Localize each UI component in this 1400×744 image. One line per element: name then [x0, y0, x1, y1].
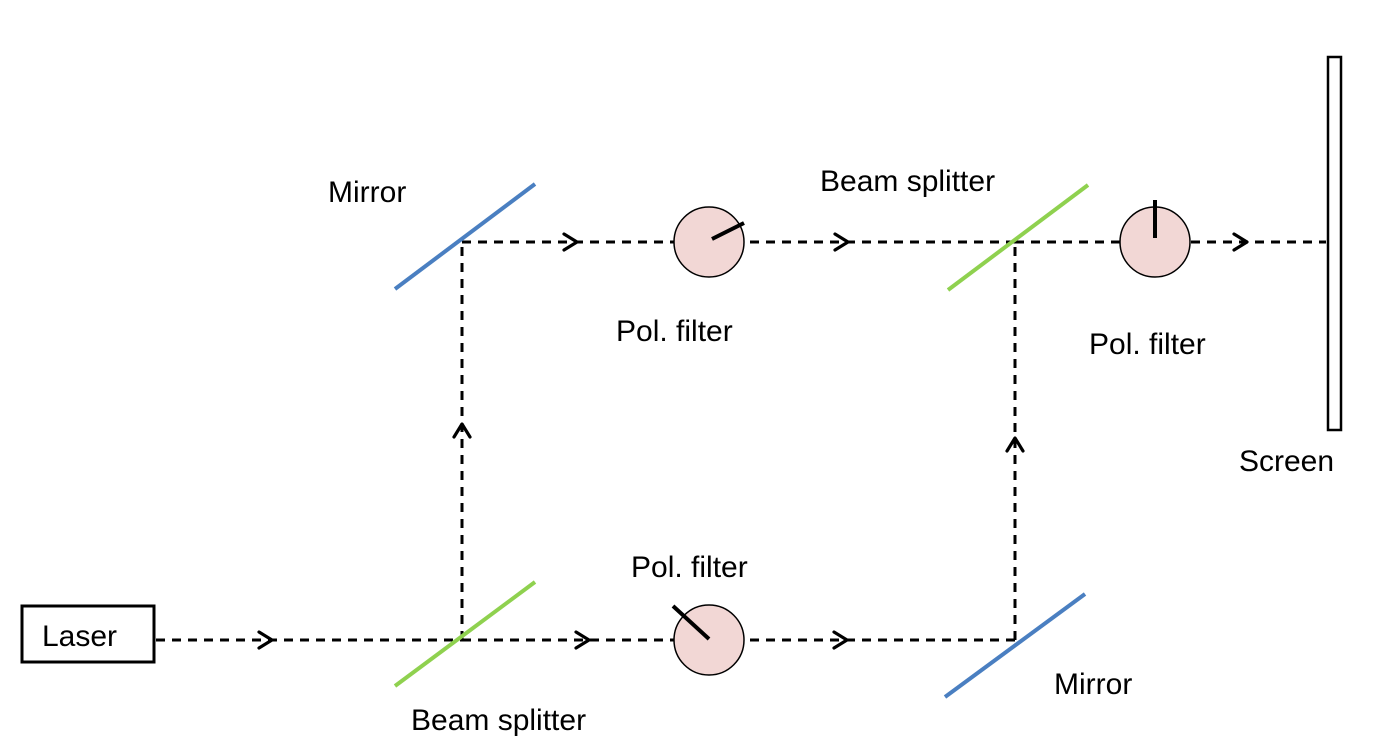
arrow-up-right: [1005, 436, 1025, 453]
beam-splitter-top-label: Beam splitter: [820, 165, 995, 198]
pol-filter-output: [1119, 200, 1191, 278]
pol-filter-top-label: Pol. filter: [616, 315, 733, 348]
laser-box: [20, 604, 156, 664]
arrow-right-input: [257, 630, 274, 650]
mirror-top-label: Mirror: [328, 176, 406, 209]
beam-splitter-bottom-label: Beam splitter: [411, 704, 586, 737]
mirror-bottom-label: Mirror: [1054, 668, 1132, 701]
pol-filter-bottom-axis: [671, 604, 711, 641]
pol-filter-top-axis: [711, 221, 745, 241]
mirror-top: [393, 182, 537, 291]
screen: [1326, 55, 1343, 432]
arrow-right-output: [1232, 232, 1249, 252]
beam-splitter-bottom: [393, 580, 537, 688]
arrow-right-lower-1: [574, 630, 591, 650]
arrow-right-upper-1: [562, 232, 579, 252]
arrow-right-upper-2: [833, 232, 850, 252]
pol-filter-bottom-label: Pol. filter: [631, 551, 748, 584]
mirror-bottom: [943, 592, 1087, 699]
arrow-up-left: [452, 422, 472, 439]
screen-label: Screen: [1239, 445, 1334, 478]
arrow-right-lower-2: [832, 630, 849, 650]
pol-filter-top: [673, 206, 745, 278]
beam-splitter-top: [946, 183, 1090, 292]
laser-label: Laser: [42, 620, 117, 653]
pol-filter-bottom: [671, 604, 745, 676]
pol-filter-output-label: Pol. filter: [1089, 328, 1206, 361]
